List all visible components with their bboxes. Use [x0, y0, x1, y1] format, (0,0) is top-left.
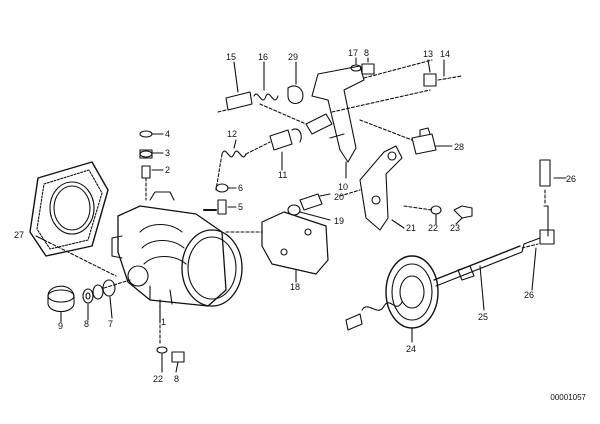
throttle-body-part-1	[111, 191, 243, 307]
label-17: 17	[348, 48, 358, 58]
diagram-code: 00001057	[550, 393, 586, 402]
label-14: 14	[440, 49, 450, 59]
label-4: 4	[165, 129, 170, 139]
gasket-part-27	[29, 161, 109, 257]
label-23: 23	[450, 223, 460, 233]
label-11: 11	[278, 170, 287, 180]
bolt-parts-22-23-right	[403, 205, 473, 225]
label-28: 28	[454, 142, 464, 152]
nut-parts-8-17-top	[350, 57, 375, 75]
nut-parts-13-14	[423, 59, 463, 87]
label-24: 24	[406, 344, 416, 354]
label-8-top: 8	[364, 48, 369, 58]
label-12: 12	[227, 129, 237, 139]
cap-and-washers-parts-7-8-9	[35, 235, 131, 323]
connector-part-28	[359, 119, 453, 155]
label-19: 19	[334, 216, 344, 226]
label-10: 10	[338, 182, 348, 192]
screw-stack-parts-2-3-4	[139, 130, 164, 201]
label-8-bottom: 8	[174, 374, 179, 384]
bracket-plate-part-18	[225, 211, 329, 283]
label-16: 16	[258, 52, 268, 62]
label-9: 9	[58, 321, 63, 331]
label-25: 25	[478, 312, 488, 322]
label-8-left: 8	[84, 319, 89, 329]
small-parts-5-6	[203, 183, 237, 215]
bracket-part-21	[359, 145, 405, 231]
spring-row-parts-15-16-29	[217, 61, 304, 113]
label-2: 2	[165, 165, 170, 175]
label-13: 13	[423, 49, 433, 59]
label-26-top: 26	[566, 174, 576, 184]
label-1: 1	[161, 317, 166, 327]
label-20: 20	[334, 192, 344, 202]
label-6: 6	[238, 183, 243, 193]
rod-part-26	[521, 159, 567, 291]
label-29: 29	[288, 52, 298, 62]
label-22-bottom: 22	[153, 374, 163, 384]
label-18: 18	[290, 282, 300, 292]
label-15: 15	[226, 52, 236, 62]
lever-bracket-part-10	[259, 59, 433, 179]
label-5: 5	[238, 202, 243, 212]
bolt-parts-19-20	[287, 189, 361, 221]
callout-labels: 1 2 3 4 5 6 7 8 9 8 22 10 11 12 13 14 15…	[14, 48, 576, 384]
spring-row-parts-11-12	[215, 128, 302, 191]
rod-part-25	[433, 243, 539, 311]
vacuum-unit-part-24	[345, 255, 439, 343]
label-27: 27	[14, 230, 24, 240]
label-7: 7	[108, 319, 113, 329]
label-3: 3	[165, 148, 170, 158]
label-26-bottom: 26	[524, 290, 534, 300]
label-21: 21	[406, 223, 416, 233]
screw-parts-8-22-bottom	[156, 299, 185, 373]
label-22-right: 22	[428, 223, 438, 233]
